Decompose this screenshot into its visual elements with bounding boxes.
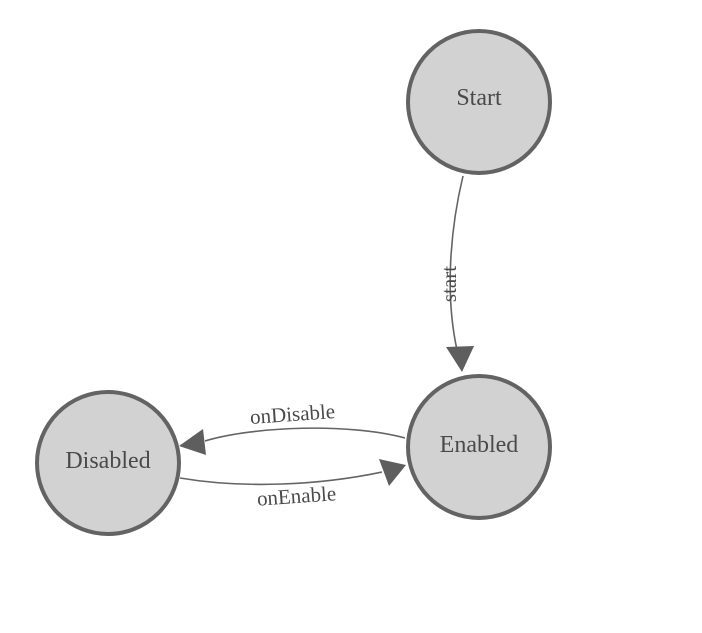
edge-label-onenable: onEnable (256, 481, 337, 510)
arrowhead-disabled-to-enabled (379, 459, 406, 486)
edge-disabled-to-enabled (179, 471, 383, 486)
state-node-disabled (35, 390, 181, 536)
state-node-enabled-label: Enabled (440, 432, 519, 458)
state-node-enabled (406, 374, 552, 520)
arrowhead-enabled-to-disabled (179, 429, 206, 455)
edge-enabled-to-disabled (204, 427, 406, 442)
arrowhead-start-to-enabled (446, 346, 474, 372)
state-node-start-label: Start (456, 85, 502, 111)
edge-label-start: start (437, 266, 461, 302)
edge-start-to-enabled (449, 175, 464, 351)
state-node-disabled-label: Disabled (65, 448, 150, 474)
edge-label-ondisable: onDisable (249, 399, 336, 429)
state-node-start (406, 29, 552, 175)
